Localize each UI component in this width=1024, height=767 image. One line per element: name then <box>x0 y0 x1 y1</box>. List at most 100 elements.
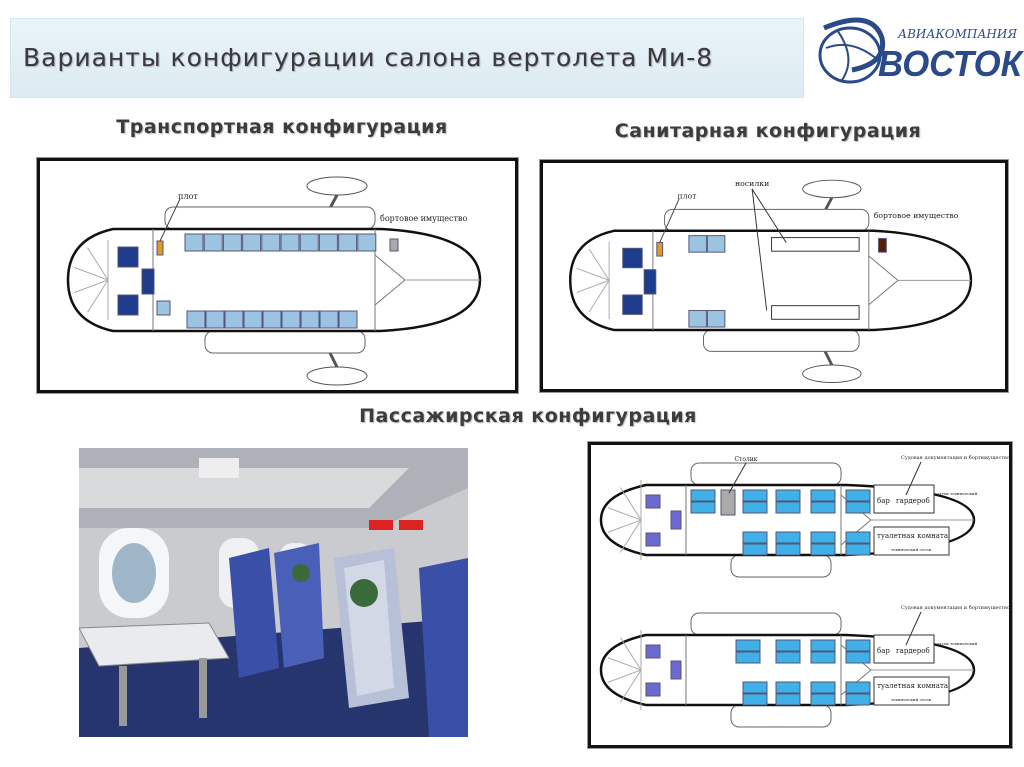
cockpit-frame <box>607 507 642 521</box>
leader-line <box>905 461 922 496</box>
wheel <box>306 366 368 386</box>
leader-line <box>751 188 768 311</box>
logo-brand: ВОСТОК <box>878 43 1024 84</box>
passenger-seat <box>357 233 377 252</box>
label-onboard-property: бортовое имущество <box>380 214 467 223</box>
raft <box>656 241 664 257</box>
label-bar: бар <box>877 647 890 655</box>
passenger-seat <box>845 489 871 502</box>
logo-small-text: АВИАКОМПАНИЯ <box>897 27 1017 41</box>
label-stretchers: носилки <box>735 179 769 188</box>
raft <box>156 240 164 256</box>
passenger-seat <box>338 310 358 329</box>
cockpit-frame <box>87 247 109 281</box>
passenger-seat <box>742 681 768 694</box>
cockpit-frame <box>607 669 642 683</box>
passenger-seat <box>775 501 801 514</box>
passenger-seat <box>338 233 358 252</box>
label-toilet: туалетная комната <box>877 532 948 540</box>
bottom-blister <box>702 329 860 352</box>
cockpit-frame <box>87 279 109 313</box>
passenger-seat <box>184 233 204 252</box>
top-blister <box>690 462 842 486</box>
wheel <box>306 176 368 196</box>
cockpit-frame <box>620 669 642 703</box>
fuselage-outline <box>569 229 973 332</box>
passenger-seat <box>319 310 339 329</box>
pilot-seat <box>645 494 661 509</box>
passenger-seat <box>845 531 871 544</box>
engineer-seat <box>643 269 657 295</box>
label-tech-compartment2: технический отсек <box>891 697 932 702</box>
pilot-seat <box>645 532 661 547</box>
cabin-photo <box>79 448 468 737</box>
pilot-seat <box>645 682 661 697</box>
leader-line <box>751 188 787 243</box>
onboard-property <box>389 238 399 252</box>
bottom-blister <box>730 704 832 728</box>
leader-line <box>905 611 922 646</box>
passenger-seat <box>742 531 768 544</box>
passenger-seat <box>742 543 768 556</box>
passenger-seat <box>690 501 716 514</box>
passenger-seat <box>186 310 206 329</box>
passenger-seat <box>742 501 768 514</box>
pilot-seat <box>117 246 139 268</box>
bottom-blister <box>204 330 366 354</box>
label-raft: плот <box>178 192 198 201</box>
pilot-seat <box>622 294 643 315</box>
stretcher <box>771 237 860 252</box>
passenger-seat <box>845 651 871 664</box>
passenger-seat <box>810 501 836 514</box>
passenger-seat <box>735 651 761 664</box>
label-bar: бар <box>877 497 890 505</box>
onboard-property <box>878 238 887 253</box>
passenger-seat <box>810 639 836 652</box>
bottom-blister <box>730 554 832 578</box>
passenger-seat <box>203 233 223 252</box>
leader-line <box>659 198 680 243</box>
cockpit-frame <box>607 657 642 671</box>
toilet-area <box>873 676 950 706</box>
seat <box>156 300 171 316</box>
passenger-seat <box>845 693 871 706</box>
engineer-seat <box>141 268 155 295</box>
passenger-seat <box>810 693 836 706</box>
passenger-seat <box>775 531 801 544</box>
passenger-seat <box>280 233 300 252</box>
engineer-seat <box>670 660 682 680</box>
cockpit-frame <box>588 248 610 281</box>
label-wardrobe: гардероб <box>896 497 930 505</box>
label-table: Столик <box>734 456 757 463</box>
passenger-seat <box>242 233 262 252</box>
label-onboard-property: бортовое имущество <box>874 211 959 220</box>
label-documents: Судовая документация и бортимущество <box>901 454 1009 461</box>
bar-wardrobe-area <box>873 484 935 514</box>
passenger-seat <box>742 693 768 706</box>
passenger-seat <box>742 489 768 502</box>
top-blister <box>164 206 376 230</box>
passenger-seat <box>810 543 836 556</box>
pilot-seat <box>117 294 139 316</box>
passenger-seat <box>775 489 801 502</box>
toilet-area <box>873 526 950 556</box>
transport-title: Транспортная конфигурация <box>116 116 448 138</box>
passenger-seat <box>845 681 871 694</box>
label-documents: Судовая документация и бортимущество <box>901 604 1009 611</box>
passenger-seat <box>775 639 801 652</box>
label-wardrobe: гардероб <box>896 647 930 655</box>
passenger-seat <box>810 531 836 544</box>
bar-wardrobe-area <box>873 634 935 664</box>
stretcher <box>771 305 860 320</box>
passenger-seat <box>224 310 244 329</box>
label-toilet: туалетная комната <box>877 682 948 690</box>
fuselage-outline <box>66 227 482 333</box>
passenger-seat <box>775 543 801 556</box>
page-title: Варианты конфигурации салона вертолета М… <box>23 43 714 72</box>
company-logo: АВИАКОМПАНИЯ ВОСТОК <box>812 8 1024 90</box>
cockpit-frame <box>74 279 109 293</box>
table <box>720 489 736 516</box>
